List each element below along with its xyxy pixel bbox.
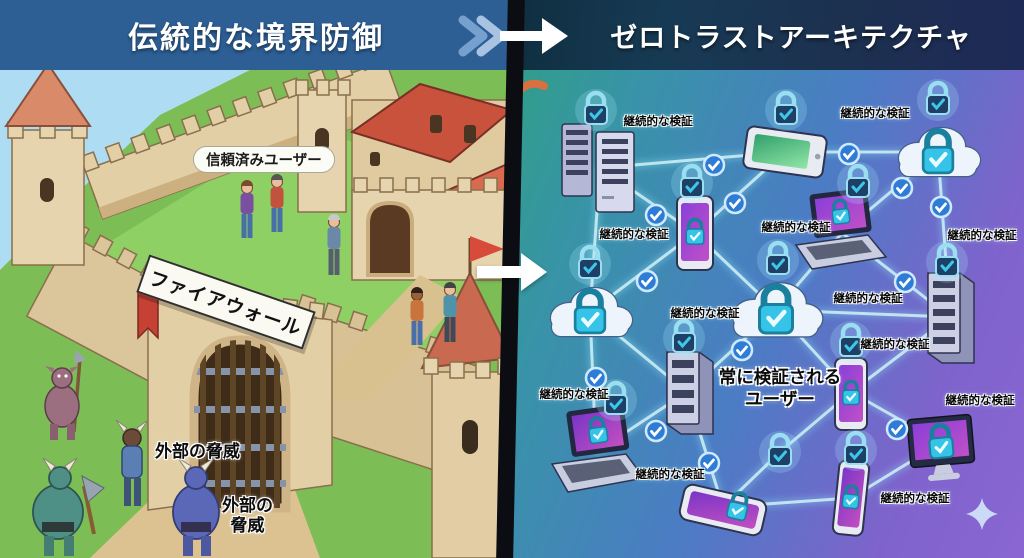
phone-icon — [676, 195, 714, 271]
laptop-icon — [550, 404, 646, 493]
verification-label: 継続的な検証 — [599, 227, 669, 241]
lock-icon — [926, 241, 968, 283]
castle-keep — [349, 82, 515, 281]
external-threat-line2: 脅威 — [230, 516, 265, 537]
lock-icon — [837, 162, 879, 204]
verification-label: 継続的な検証 — [840, 106, 910, 120]
sparkle-icon — [966, 498, 998, 530]
lock-icon — [575, 89, 617, 131]
castle-illustration — [0, 49, 515, 558]
user-label-line2: ユーザー — [745, 390, 815, 410]
cloud-icon — [897, 126, 982, 178]
arrow-shaft — [500, 31, 544, 41]
external-threat-label-1: 外部の脅威 — [155, 442, 240, 462]
ogre-icon — [172, 457, 220, 556]
red-flag — [470, 236, 504, 262]
right-panel-title: ゼロトラストアーキテクチャ — [610, 22, 972, 54]
transition-chevrons-arrow-icon — [458, 15, 568, 57]
verification-label: 継続的な検証 — [860, 337, 930, 351]
arrow-head-icon — [542, 18, 568, 54]
lock-icon — [663, 317, 705, 359]
portcullis — [194, 340, 286, 508]
lock-icon — [835, 429, 877, 471]
tablet-icon — [742, 125, 828, 179]
phone-icon — [831, 459, 871, 537]
phone-flat-icon — [678, 483, 768, 537]
horned-intruder-icon — [115, 419, 149, 506]
server-tower-icon — [927, 272, 975, 364]
external-threats — [32, 350, 220, 556]
panel-traditional-perimeter: 伝統的な境界防御 — [0, 0, 515, 558]
ogre-axe-icon — [32, 457, 105, 556]
troll-icon — [44, 350, 86, 440]
verification-label: 継続的な検証 — [670, 306, 740, 320]
right-header-banner: ゼロトラストアーキテクチャ — [512, 0, 1024, 70]
lock-icon — [917, 79, 959, 121]
network-scene: 継続的な検証 継続的な検証 継続的な検証 継続的な検証 継続的な検証 継続的な検… — [510, 70, 1024, 558]
external-threat-line1: 外部の — [222, 496, 273, 516]
courtyard-path — [330, 275, 462, 400]
castle-scene: 信頼済みユーザー ファイアウォール 外部の脅威 外部の 脅威 — [0, 49, 515, 558]
always-verified-user-label: 常に検証される ユーザー — [719, 368, 842, 412]
monitor-icon — [906, 413, 976, 482]
lock-icon — [569, 243, 611, 285]
lock-icon — [765, 89, 807, 131]
phone-icon — [834, 357, 868, 431]
verification-label: 継続的な検証 — [833, 291, 903, 305]
chevron-icon — [458, 15, 488, 57]
server-tower-icon — [666, 351, 714, 435]
user-label-line1: 常に検証される — [718, 368, 842, 389]
panel-zero-trust: ゼロトラストアーキテクチャ — [510, 0, 1024, 558]
lock-icon — [757, 239, 799, 281]
tower-roof — [4, 62, 92, 127]
verification-label: 継続的な検証 — [880, 491, 950, 505]
network-illustration — [510, 70, 998, 537]
verification-label: 継続的な検証 — [635, 467, 705, 481]
server-pair-icon — [561, 123, 635, 213]
mid-transition-arrow-icon — [477, 253, 547, 291]
verification-label: 継続的な検証 — [947, 228, 1017, 242]
external-threat-label-2: 外部の 脅威 — [222, 496, 273, 537]
keep-gate — [366, 200, 414, 277]
cloud-icon — [549, 286, 634, 338]
verification-label: 継続的な検証 — [539, 387, 609, 401]
trusted-users — [240, 174, 457, 345]
verification-label: 継続的な検証 — [945, 393, 1015, 407]
big-lock-icon — [759, 431, 801, 473]
verification-label: 継続的な検証 — [623, 114, 693, 128]
left-tower — [4, 62, 92, 266]
left-panel-title: 伝統的な境界防御 — [128, 21, 384, 56]
cloud-icon — [731, 282, 824, 338]
verification-label: 継続的な検証 — [761, 220, 831, 234]
trusted-users-label: 信頼済みユーザー — [193, 146, 335, 173]
left-header-banner: 伝統的な境界防御 — [0, 0, 512, 70]
